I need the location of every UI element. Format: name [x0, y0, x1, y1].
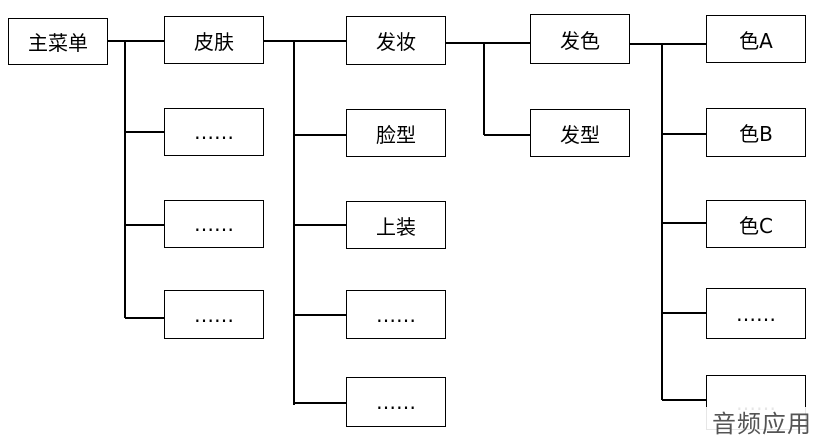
- node-color-c: 色C: [706, 200, 806, 248]
- node-face-shape: 脸型: [346, 109, 446, 157]
- node-more-2: ……: [164, 200, 264, 248]
- node-more-1: ……: [164, 108, 264, 156]
- node-more-5: ……: [346, 377, 446, 427]
- node-more-3: ……: [164, 290, 264, 339]
- node-hair-color: 发色: [530, 14, 630, 64]
- node-top-clothes: 上装: [346, 201, 446, 249]
- node-more-4: ……: [346, 290, 446, 339]
- node-main-menu: 主菜单: [8, 18, 108, 65]
- node-color-b: 色B: [706, 108, 806, 157]
- node-color-a: 色A: [706, 15, 806, 63]
- node-hair-shape: 发型: [530, 109, 630, 157]
- node-hairstyle-makeup: 发妆: [346, 16, 446, 65]
- node-skin: 皮肤: [164, 16, 264, 64]
- watermark-backdrop: [680, 407, 820, 441]
- node-more-6: ……: [706, 288, 806, 339]
- watermark-text: 音频应用: [712, 410, 812, 438]
